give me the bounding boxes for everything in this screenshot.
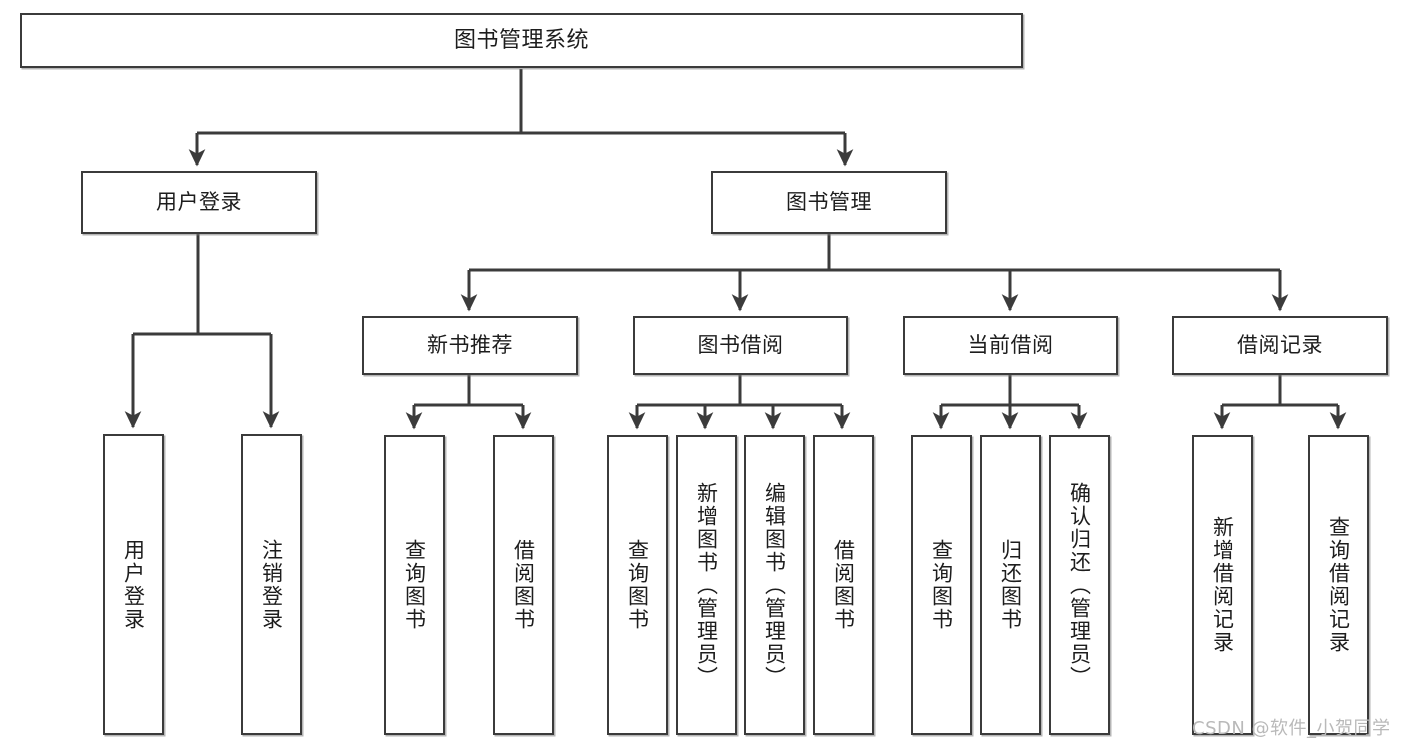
node-current-borrow-label: 当前借阅 bbox=[967, 333, 1054, 358]
node-leaf-query-book-1-label: 查询图书 bbox=[402, 539, 427, 631]
node-leaf-borrow-book-1-label: 借阅图书 bbox=[511, 539, 536, 631]
node-leaf-query-record-label: 查询借阅记录 bbox=[1326, 516, 1351, 654]
node-leaf-query-book-1[interactable]: 查询图书 bbox=[384, 435, 445, 735]
node-leaf-add-record[interactable]: 新增借阅记录 bbox=[1192, 435, 1253, 735]
node-user-login[interactable]: 用户登录 bbox=[81, 171, 317, 234]
node-leaf-borrow-book-2[interactable]: 借阅图书 bbox=[813, 435, 874, 735]
node-root[interactable]: 图书管理系统 bbox=[20, 13, 1023, 68]
node-leaf-edit-book[interactable]: 编辑图书（管理员） bbox=[744, 435, 805, 735]
node-leaf-query-book-2[interactable]: 查询图书 bbox=[607, 435, 668, 735]
node-leaf-user-login[interactable]: 用户登录 bbox=[103, 434, 164, 735]
node-leaf-return-book-label: 归还图书 bbox=[998, 539, 1023, 631]
node-root-label: 图书管理系统 bbox=[453, 27, 589, 53]
node-user-login-label: 用户登录 bbox=[156, 190, 242, 215]
node-leaf-query-record[interactable]: 查询借阅记录 bbox=[1308, 435, 1369, 735]
node-leaf-confirm-return[interactable]: 确认归还（管理员） bbox=[1049, 435, 1110, 735]
node-leaf-edit-book-label: 编辑图书（管理员） bbox=[762, 481, 787, 689]
node-book-borrow-label: 图书借阅 bbox=[697, 333, 784, 358]
node-current-borrow[interactable]: 当前借阅 bbox=[903, 316, 1118, 375]
node-leaf-return-book[interactable]: 归还图书 bbox=[980, 435, 1041, 735]
node-leaf-query-book-3[interactable]: 查询图书 bbox=[911, 435, 972, 735]
node-new-book-rec[interactable]: 新书推荐 bbox=[362, 316, 578, 375]
node-leaf-logout-label: 注销登录 bbox=[259, 538, 284, 631]
node-leaf-borrow-book-2-label: 借阅图书 bbox=[831, 539, 856, 631]
node-leaf-add-record-label: 新增借阅记录 bbox=[1210, 516, 1235, 654]
node-book-borrow[interactable]: 图书借阅 bbox=[633, 316, 848, 375]
node-leaf-query-book-2-label: 查询图书 bbox=[625, 539, 650, 631]
node-leaf-borrow-book-1[interactable]: 借阅图书 bbox=[493, 435, 554, 735]
node-book-manage[interactable]: 图书管理 bbox=[711, 171, 947, 234]
node-borrow-record-label: 借阅记录 bbox=[1237, 333, 1323, 358]
node-book-manage-label: 图书管理 bbox=[786, 190, 872, 215]
node-leaf-user-login-label: 用户登录 bbox=[121, 538, 146, 631]
node-leaf-confirm-return-label: 确认归还（管理员） bbox=[1067, 481, 1092, 689]
node-leaf-add-book-label: 新增图书（管理员） bbox=[694, 481, 719, 689]
node-new-book-rec-label: 新书推荐 bbox=[427, 333, 513, 358]
node-leaf-logout[interactable]: 注销登录 bbox=[241, 434, 302, 735]
node-leaf-add-book[interactable]: 新增图书（管理员） bbox=[676, 435, 737, 735]
node-leaf-query-book-3-label: 查询图书 bbox=[929, 539, 954, 631]
node-borrow-record[interactable]: 借阅记录 bbox=[1172, 316, 1388, 375]
